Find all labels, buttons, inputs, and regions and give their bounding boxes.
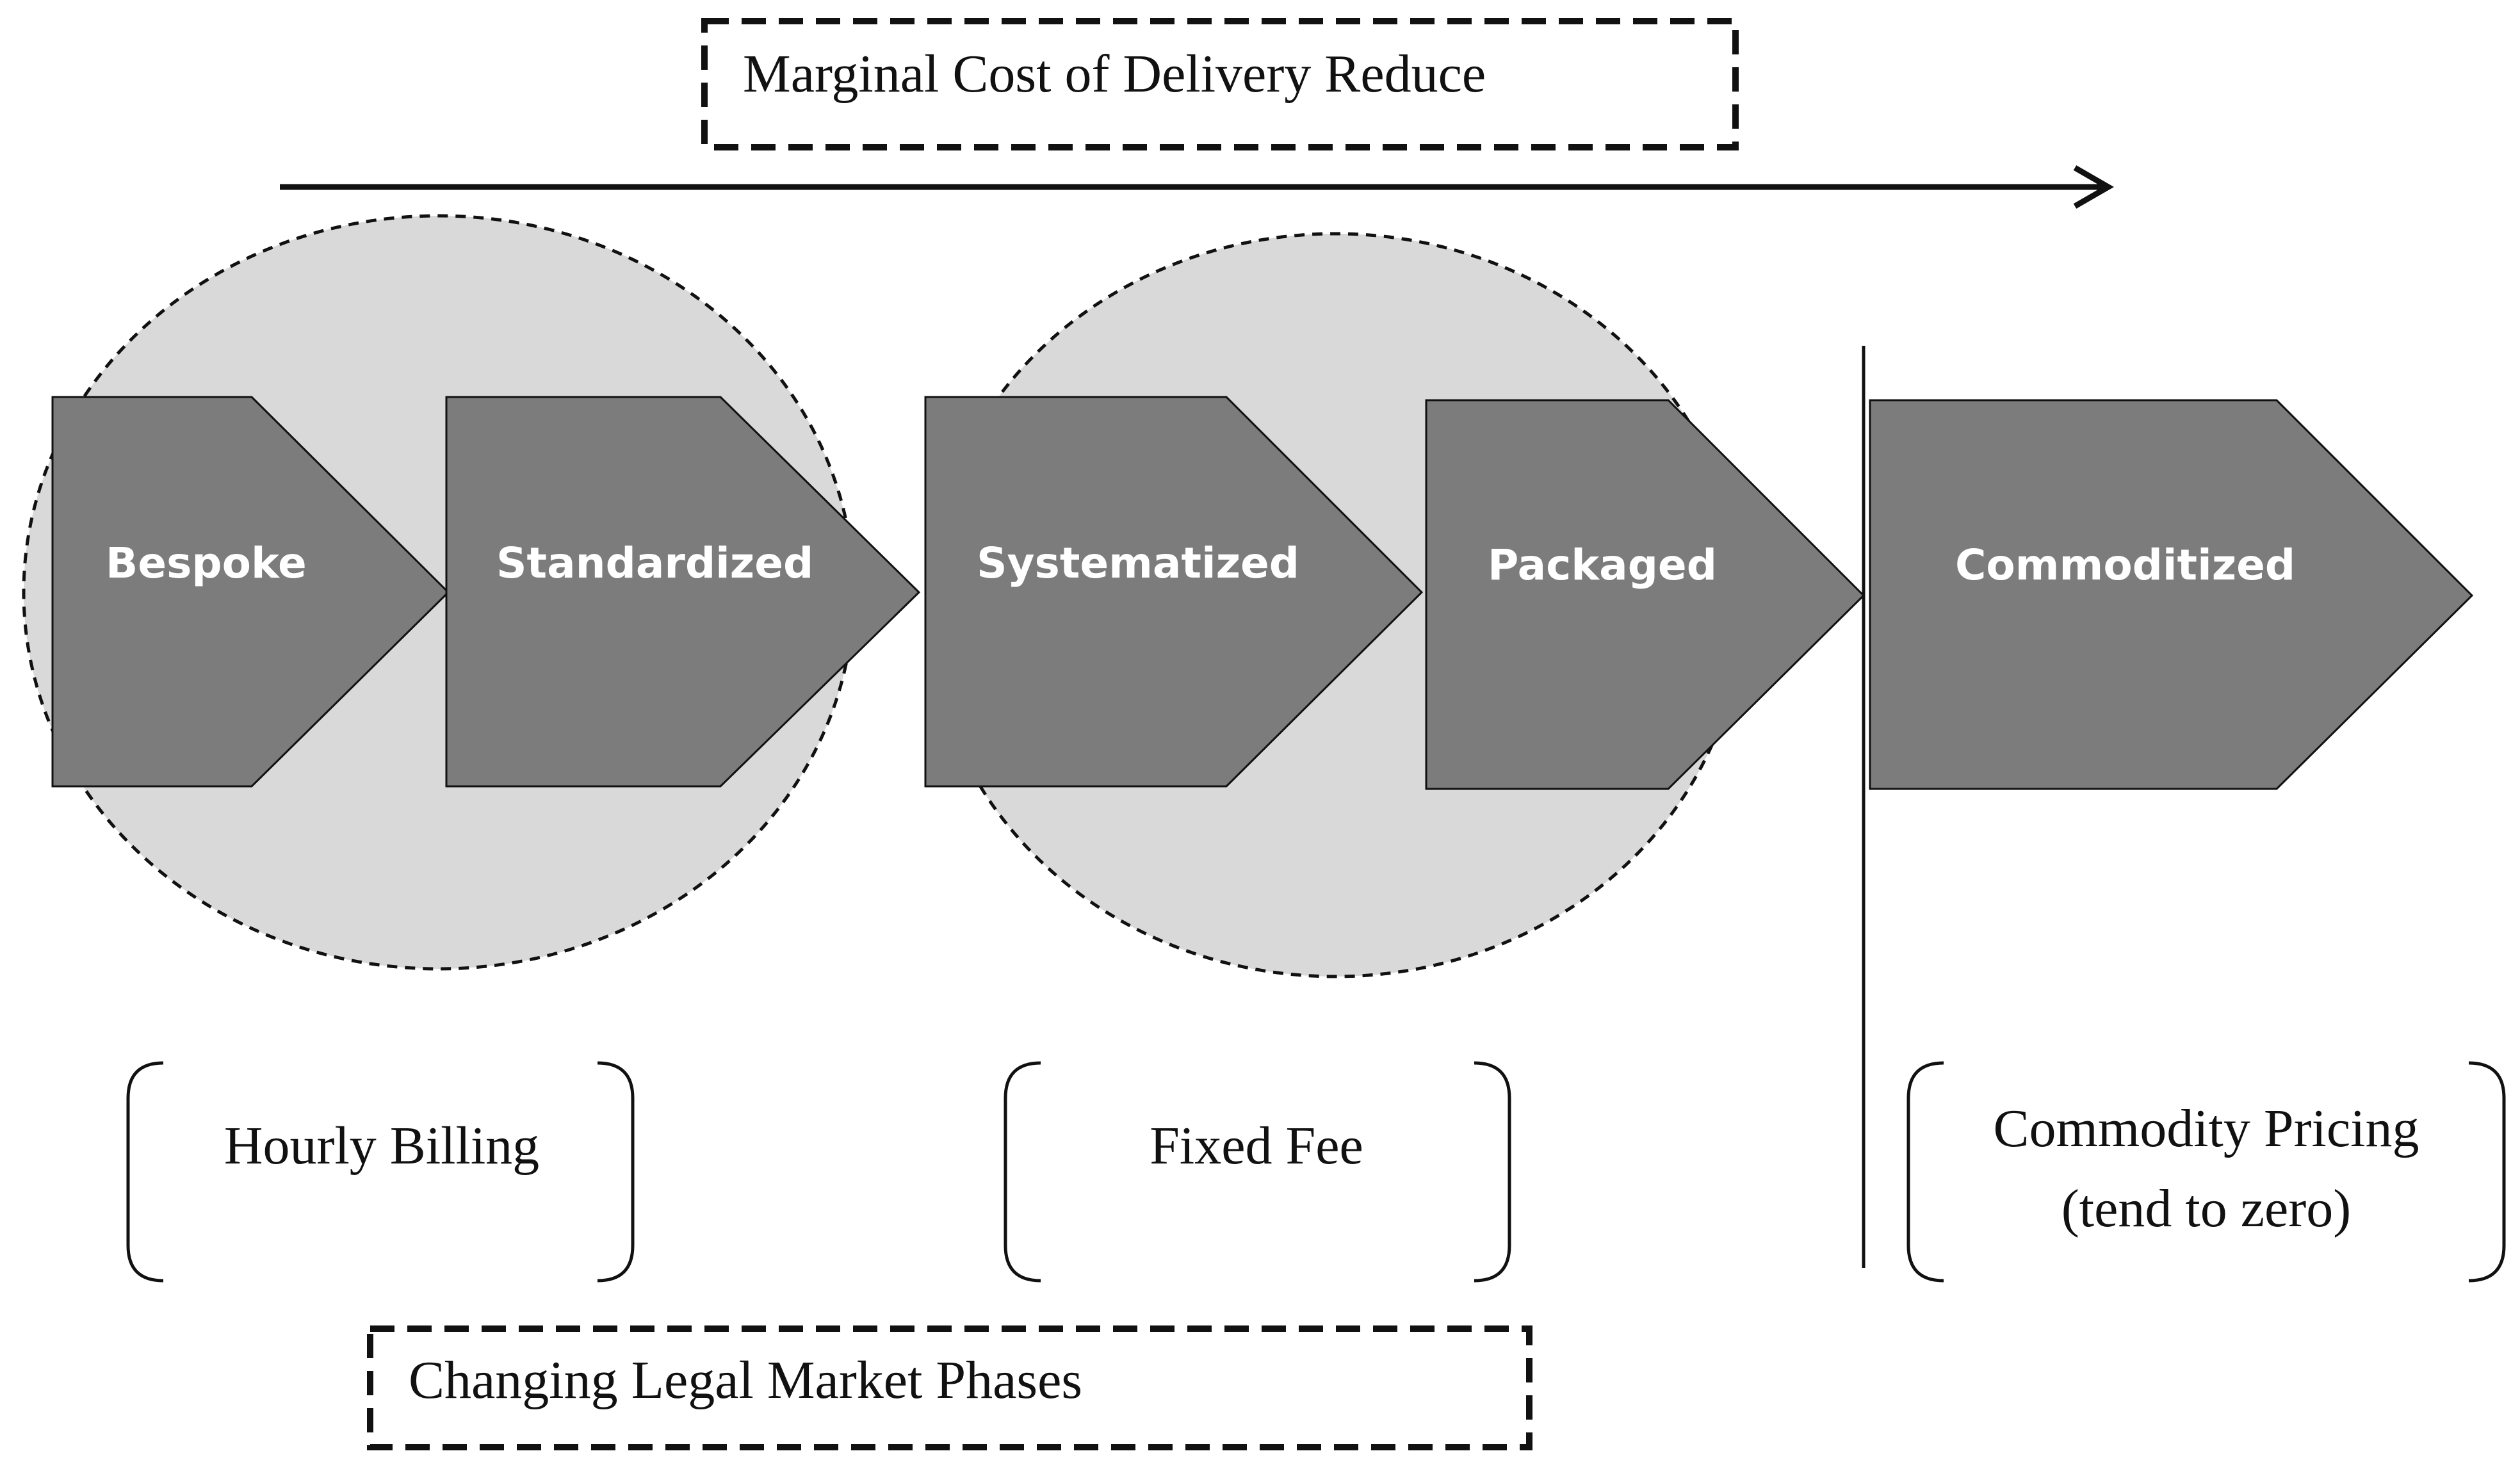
pricing-label-fixed-fee: Fixed Fee <box>1150 1116 1363 1176</box>
chevron-commoditized <box>1869 399 2474 790</box>
bracket-fixed-left <box>1004 1061 1041 1283</box>
phase-label-systematized: Systematized <box>977 539 1299 588</box>
chevron-systematized <box>924 396 1424 788</box>
bracket-commodity-left <box>1906 1061 1944 1283</box>
bracket-hourly-left <box>126 1061 164 1283</box>
chevron-standardized <box>445 396 921 788</box>
bottom-label: Changing Legal Market Phases <box>409 1350 1082 1410</box>
chevron-packaged <box>1425 399 1866 790</box>
bracket-fixed-right <box>1474 1061 1511 1283</box>
phase-label-bespoke: Bespoke <box>106 539 307 588</box>
pricing-label-tend-to-zero: (tend to zero) <box>2061 1179 2351 1238</box>
top-label: Marginal Cost of Delivery Reduce <box>743 44 1486 104</box>
bottom-label-box <box>367 1325 1532 1450</box>
phase-label-commoditized: Commoditized <box>1955 540 2295 590</box>
pricing-label-commodity-pricing: Commodity Pricing <box>1993 1099 2419 1158</box>
bracket-commodity-right <box>2468 1061 2506 1283</box>
phase-label-standardized: Standardized <box>496 539 813 588</box>
chevron-bespoke <box>51 396 450 788</box>
top-label-box <box>701 18 1739 150</box>
bracket-hourly-right <box>597 1061 635 1283</box>
pricing-label-hourly-billing: Hourly Billing <box>224 1116 539 1176</box>
phase-label-packaged: Packaged <box>1488 540 1717 590</box>
cost-reduction-arrowhead <box>2073 165 2115 209</box>
